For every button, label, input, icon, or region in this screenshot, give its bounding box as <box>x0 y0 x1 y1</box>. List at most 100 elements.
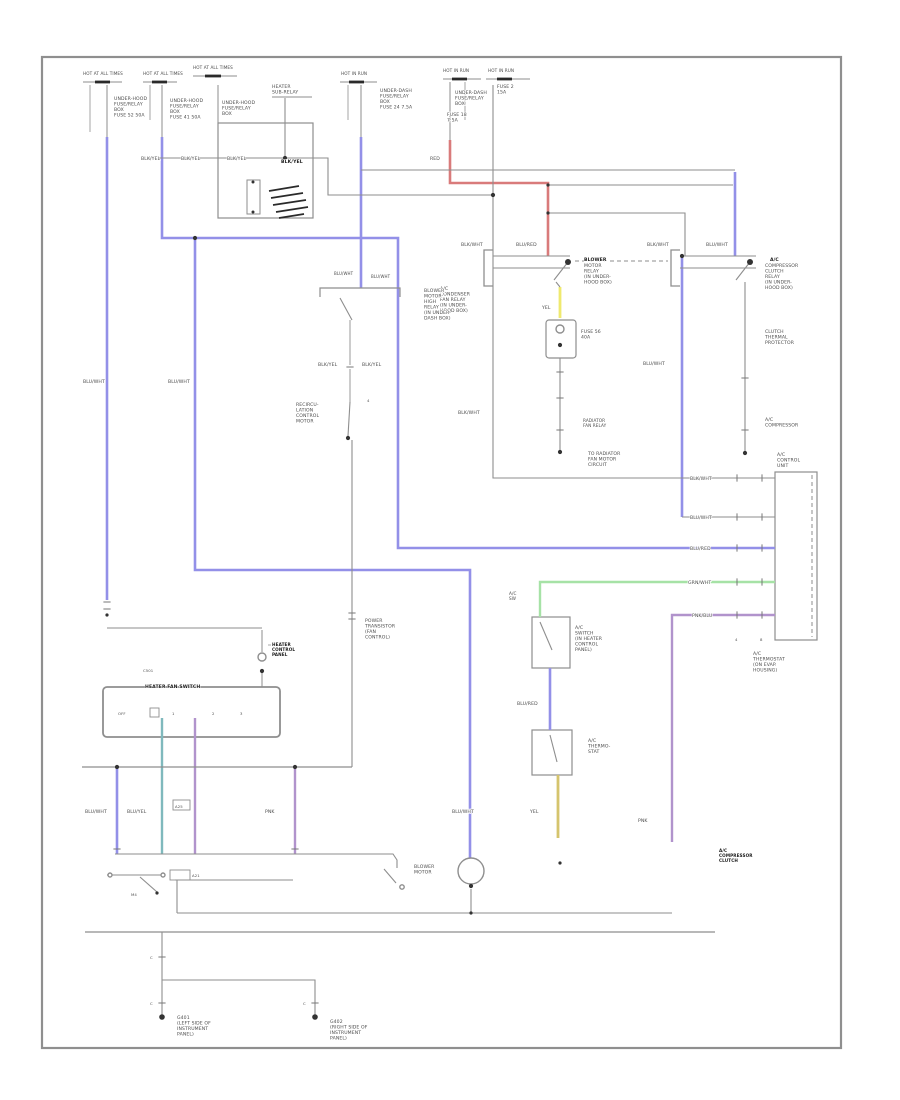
component-circle <box>257 652 267 662</box>
diagram-label: BLK/WHT <box>647 242 669 248</box>
wire-blue <box>160 137 775 550</box>
component-circle <box>160 872 166 878</box>
wire-gray <box>148 157 775 479</box>
junction-dot <box>282 155 288 161</box>
junction-dot <box>251 210 255 214</box>
diagram-label: BLU/WHT <box>83 379 105 385</box>
diagram-label: 8 <box>760 637 763 642</box>
diagram-label: BLK/YEL <box>181 156 201 162</box>
diagram-label: OFF <box>118 711 126 716</box>
diagram-label: PNK <box>638 818 648 824</box>
component-box <box>102 686 281 738</box>
component-circle <box>107 872 113 878</box>
diagram-label: GRN/WHT <box>688 580 711 586</box>
junction-dot <box>251 180 255 184</box>
component-box <box>169 869 191 881</box>
junction-dot <box>468 883 474 889</box>
wire-dark <box>270 192 304 199</box>
junction-dot <box>469 911 473 915</box>
diagram-label: BLU/WHT <box>371 274 391 279</box>
diagram-label: BLK/WHT <box>690 476 712 482</box>
diagram-label: M4 <box>131 892 137 897</box>
wire-gray <box>555 281 561 288</box>
wire-green <box>538 580 775 617</box>
diagram-label: PNK/BLU <box>692 613 712 619</box>
junction-dot <box>742 450 748 456</box>
diagram-label: BLK/YEL <box>318 362 338 368</box>
wire-dark <box>278 213 305 219</box>
diagram-label: 2 <box>212 711 215 716</box>
wire-gray <box>670 249 680 287</box>
wire-gray <box>139 876 158 893</box>
wire-gray <box>553 261 569 281</box>
diagram-label: C <box>150 1001 153 1006</box>
component-box <box>774 471 818 641</box>
diagram-label: BLU/RED <box>516 242 537 248</box>
diagram-label: BLU/WHT <box>690 515 712 521</box>
junction-dot <box>557 342 563 348</box>
component-circle <box>457 857 485 885</box>
diagram-label: HOT AT ALL TIMES <box>193 65 233 70</box>
diagram-label: BLK/YEL <box>227 156 247 162</box>
junction-dot <box>546 211 550 215</box>
junction-dot <box>747 259 753 265</box>
page-border <box>40 55 843 1050</box>
diagram-label: BLK/WHT <box>458 410 480 416</box>
diagram-label: BLK/YEL <box>281 159 303 165</box>
diagram-label: C501 <box>143 668 154 673</box>
diagram-label: BLOWER <box>584 257 607 263</box>
diagram-label: YEL <box>541 305 551 311</box>
component-box <box>531 729 573 776</box>
diagram-label: A25 <box>175 804 183 809</box>
diagram-label: BLU/WHT <box>643 361 665 367</box>
diagram-label: 4 <box>735 637 738 642</box>
diagram-label: HOT AT ALL TIMES <box>143 71 183 76</box>
diagram-label: BLK/WHT <box>461 242 483 248</box>
diagram-label: BLU/WHT <box>334 271 354 276</box>
wire-gray <box>735 261 751 281</box>
diagram-label: C <box>303 1001 306 1006</box>
junction-dot <box>155 891 159 895</box>
junction-dot <box>105 613 109 617</box>
component-box <box>246 179 261 215</box>
wire-dark <box>275 206 309 213</box>
wire-gray <box>162 979 316 1017</box>
wire-blue <box>193 238 472 858</box>
component-circle <box>399 884 405 890</box>
wire-gray <box>339 297 353 321</box>
junction-dot <box>490 192 496 198</box>
junction-dot <box>114 764 120 770</box>
junction-dot <box>192 235 198 241</box>
diagram-label: BLU/WHT <box>452 809 474 815</box>
component-box <box>172 799 191 811</box>
diagram-label: 3 <box>240 711 243 716</box>
junction-dot <box>546 183 550 187</box>
junction-dot <box>679 253 685 259</box>
